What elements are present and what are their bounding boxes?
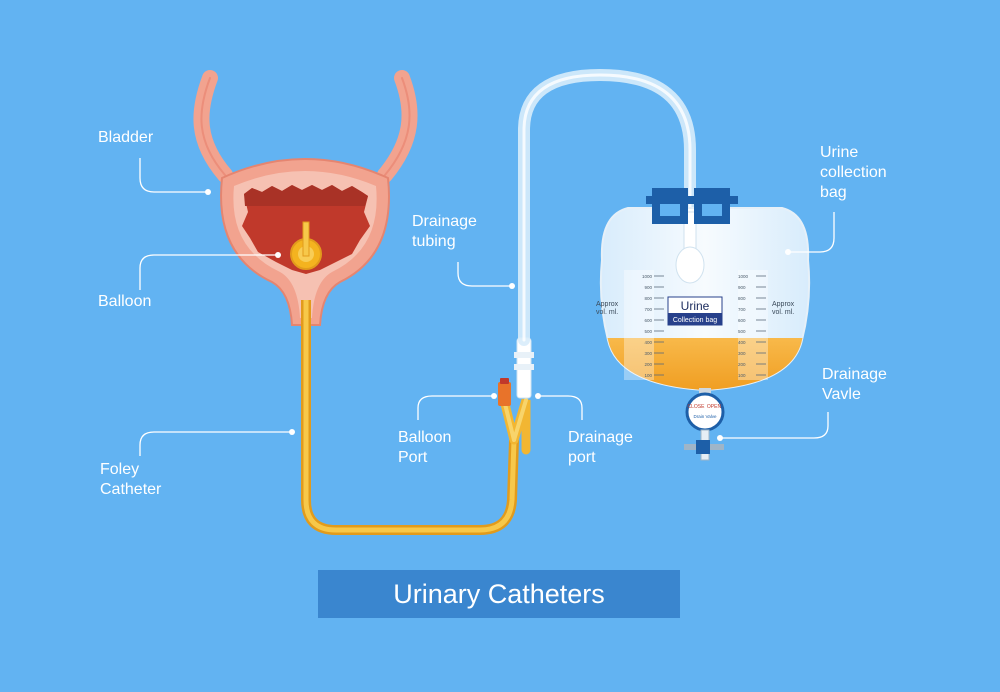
scale-tick-label: 300 [644, 351, 652, 356]
scale-tick-label: 600 [644, 318, 652, 323]
scale-tick-label: 800 [738, 296, 746, 301]
bag-label-title: Urine [681, 299, 710, 313]
callout-dots [205, 189, 791, 441]
label-urine-collection-bag: Urine collection bag [820, 144, 887, 201]
bag-hanger-clamp [646, 188, 738, 224]
label-balloon-port: Balloon Port [398, 429, 452, 466]
scale-tick-label: 500 [738, 329, 746, 334]
scale-tick-label: 800 [644, 296, 652, 301]
scale-tick-label: 700 [738, 307, 746, 312]
valve-label-text: Drain Valve [694, 414, 717, 419]
bag-label-subtitle: Collection bag [673, 317, 717, 324]
scale-tick-label: 300 [738, 351, 746, 356]
title-banner: Urinary Catheters [318, 570, 680, 618]
label-drainage-port: Drainage port [568, 429, 633, 466]
balloon-port-cap [498, 382, 511, 406]
scale-tick-label: 900 [644, 285, 652, 290]
scale-tick-label: 100 [738, 373, 746, 378]
volume-scale-right: 1000 900 800 700 600 500 400 300 200 100 [738, 274, 766, 378]
scale-tick-label: 200 [644, 362, 652, 367]
callout-lines [139, 158, 835, 456]
scale-tick-label: 600 [738, 318, 746, 323]
label-bladder: Bladder [98, 129, 154, 146]
label-foley-catheter: Foley Catheter [100, 461, 162, 498]
scale-tick-label: 400 [738, 340, 746, 345]
scale-tick-label: 400 [644, 340, 652, 345]
scale-tick-label: 1000 [642, 274, 653, 279]
volume-scale-left: 1000 900 800 700 600 500 400 300 200 100 [642, 274, 664, 378]
label-drainage-tubing: Drainage tubing [412, 213, 477, 250]
valve-open-text: OPEN [707, 404, 722, 410]
scale-tick-label: 700 [644, 307, 652, 312]
label-drainage-valve: Drainage Vavle [822, 366, 887, 403]
scale-tick-label: 900 [738, 285, 746, 290]
scale-tick-label: 200 [738, 362, 746, 367]
scale-tick-label: 1000 [738, 274, 749, 279]
label-balloon: Balloon [98, 293, 152, 310]
scale-tick-label: 500 [644, 329, 652, 334]
page-title: Urinary Catheters [393, 578, 605, 609]
scale-tick-label: 100 [644, 373, 652, 378]
foley-catheter-tube [301, 300, 519, 535]
valve-close-text: CLOSE [688, 404, 706, 410]
drain-valve: CLOSE OPEN Drain Valve [684, 388, 725, 461]
